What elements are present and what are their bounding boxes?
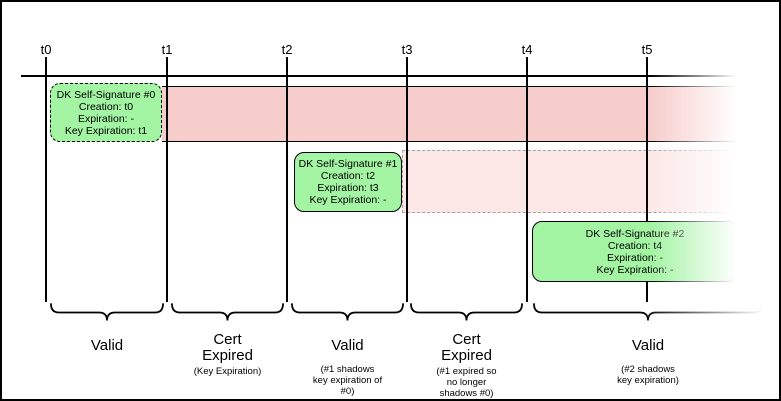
brace-interval-4 — [410, 303, 523, 321]
interval-label-2: Cert Expired (Key Expiration) — [158, 332, 298, 377]
brace-interval-1 — [50, 303, 164, 321]
interval-4-sub: (#1 expired so no longer shadows #0) — [397, 366, 537, 399]
signature-box-1: DK Self-Signature #1 Creation: t2 Expira… — [294, 152, 402, 212]
validity-band-key-expired — [162, 86, 742, 142]
interval-5-sub: (#2 shadows key expiration) — [578, 364, 718, 386]
tick-label-t3: t3 — [401, 42, 413, 57]
interval-label-5: Valid (#2 shadows key expiration) — [578, 332, 718, 386]
interval-3-sub: (#1 shadows key expiration of #0) — [278, 364, 418, 397]
signature-box-1-creation: Creation: t2 — [320, 170, 376, 182]
brace-interval-5 — [533, 303, 763, 321]
signature-box-1-title: DK Self-Signature #1 — [298, 158, 398, 170]
brace-interval-3 — [291, 303, 404, 321]
signature-box-0: DK Self-Signature #0 Creation: t0 Expira… — [50, 83, 162, 142]
interval-5-main: Valid — [631, 337, 665, 354]
interval-4-main-line2: Expired — [441, 346, 492, 364]
interval-2-sub: (Key Expiration) — [158, 366, 298, 377]
interval-4-sub-line2: no longer — [446, 377, 487, 388]
interval-2-main-line1: Cert — [213, 331, 242, 348]
interval-2-main-line2: Expired — [202, 346, 253, 364]
signature-box-0-key-expiration: Key Expiration: t1 — [64, 124, 148, 137]
tick-line-t0 — [45, 57, 47, 302]
signature-box-2-key-expiration: Key Expiration: - — [596, 263, 674, 276]
interval-label-4: Cert Expired (#1 expired so no longer sh… — [397, 332, 537, 399]
tick-line-t3 — [406, 57, 408, 302]
tick-line-t4 — [526, 57, 528, 302]
interval-1-main: Valid — [90, 337, 124, 354]
tick-label-t0: t0 — [40, 42, 52, 57]
signature-box-0-creation: Creation: t0 — [78, 100, 134, 113]
interval-4-main-line1: Cert — [452, 331, 481, 348]
signature-box-2-creation: Creation: t4 — [607, 239, 663, 252]
validity-band-cert-expired-shadow — [402, 150, 742, 213]
interval-4-main: Cert Expired — [397, 332, 537, 363]
timeline-axis — [21, 75, 744, 77]
tick-label-t4: t4 — [521, 42, 533, 57]
interval-label-3: Valid (#1 shadows key expiration of #0) — [278, 332, 418, 397]
interval-3-sub-line3: #0) — [340, 385, 355, 397]
interval-5-sub-line2: key expiration) — [617, 374, 679, 386]
interval-label-1: Valid — [37, 332, 177, 354]
signature-box-2-title: DK Self-Signature #2 — [585, 227, 685, 240]
tick-label-t2: t2 — [281, 42, 293, 57]
interval-5-sub-line1: (#2 shadows — [621, 363, 675, 375]
interval-2-sub-line1: (Key Expiration) — [193, 366, 262, 377]
tick-line-t5 — [646, 57, 648, 302]
signature-box-2: DK Self-Signature #2 Creation: t4 Expira… — [532, 221, 738, 282]
interval-2-main: Cert Expired — [158, 332, 298, 363]
signature-box-1-key-expiration: Key Expiration: - — [309, 194, 387, 206]
interval-3-main: Valid — [331, 337, 364, 354]
tick-label-t1: t1 — [161, 42, 173, 57]
interval-3-sub-line1: (#1 shadows — [320, 363, 375, 375]
tick-label-t5: t5 — [641, 42, 653, 57]
tick-line-t2 — [286, 57, 288, 302]
signature-box-2-expiration: Expiration: - — [606, 251, 664, 264]
interval-4-sub-line1: (#1 expired so — [436, 366, 497, 377]
signature-box-1-expiration: Expiration: t3 — [317, 182, 379, 194]
brace-interval-2 — [171, 303, 284, 321]
signature-box-0-title: DK Self-Signature #0 — [56, 88, 156, 101]
signature-box-0-expiration: Expiration: - — [77, 112, 135, 125]
tick-line-t1 — [166, 57, 168, 302]
interval-3-sub-line2: key expiration of — [312, 374, 383, 386]
interval-4-sub-line3: shadows #0) — [439, 388, 494, 399]
